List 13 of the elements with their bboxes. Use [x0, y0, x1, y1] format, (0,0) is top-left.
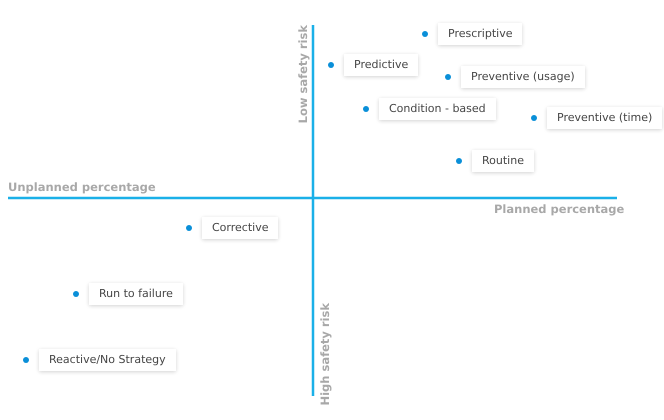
label-box: Prescriptive	[438, 23, 522, 45]
label-box: Preventive (usage)	[461, 66, 585, 88]
label-box: Preventive (time)	[547, 107, 662, 129]
axis-label: Low safety risk	[296, 25, 310, 124]
label-box: Reactive/No Strategy	[39, 349, 176, 371]
label-box: Corrective	[202, 217, 278, 239]
label-box: Routine	[472, 150, 534, 172]
label-box: Predictive	[344, 54, 418, 76]
label-box: Run to failure	[89, 283, 183, 305]
axis-label: Unplanned percentage	[8, 180, 156, 194]
axis-label: High safety risk	[318, 303, 332, 406]
axis-label: Planned percentage	[494, 202, 624, 216]
label-box: Condition - based	[379, 98, 496, 120]
